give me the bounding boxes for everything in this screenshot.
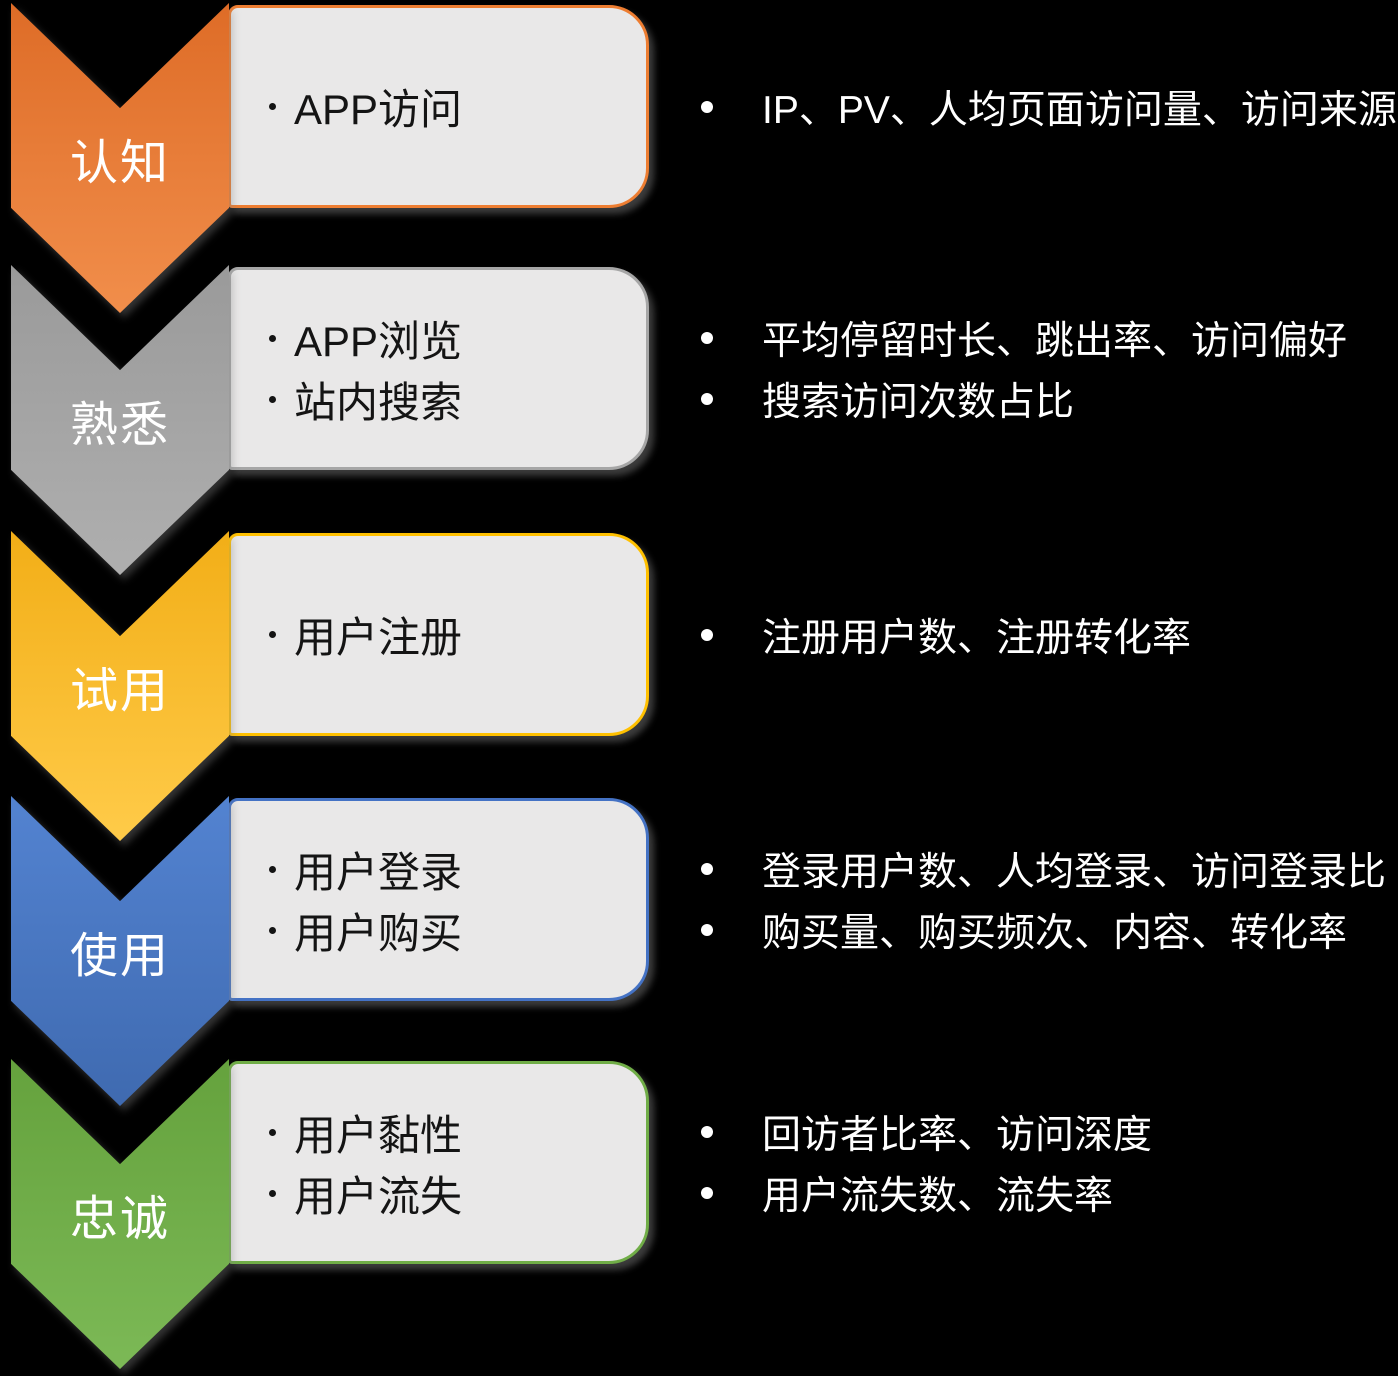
stage-box: APP访问 xyxy=(228,5,649,208)
bullet-icon xyxy=(701,332,713,344)
box-item: 用户流失 xyxy=(269,1163,646,1224)
item-dot-icon xyxy=(269,865,276,873)
stage-metrics: 注册用户数、注册转化率 xyxy=(701,533,1391,736)
metric-label: 回访者比率、访问深度 xyxy=(762,1114,1153,1157)
metric-label: 注册用户数、注册转化率 xyxy=(762,616,1192,660)
stage-metrics: 平均停留时长、跳出率、访问偏好搜索访问次数占比 xyxy=(701,267,1391,470)
funnel-stage: 试用 用户注册 注册用户数、注册转化率 xyxy=(0,531,1398,843)
stage-chevron: 熟悉 xyxy=(11,265,229,575)
metric-item: IP、PV、人均页面访问量、访问来源 xyxy=(701,76,1397,137)
metric-item: 注册用户数、注册转化率 xyxy=(701,604,1391,665)
box-item-label: 用户流失 xyxy=(294,1172,463,1220)
box-item: 用户购买 xyxy=(269,900,646,961)
item-dot-icon xyxy=(269,631,276,638)
stage-box: 用户注册 xyxy=(228,533,649,736)
stage-label: 忠诚 xyxy=(69,1193,170,1246)
stage-chevron: 试用 xyxy=(11,531,229,841)
metric-item: 搜索访问次数占比 xyxy=(701,369,1391,430)
stage-chevron: 忠诚 xyxy=(11,1059,229,1369)
box-item-label: APP访问 xyxy=(294,86,463,133)
metric-item: 登录用户数、人均登录、访问登录比 xyxy=(701,839,1391,900)
metric-item: 购买量、购买频次、内容、转化率 xyxy=(701,900,1391,961)
box-item-label: 用户购买 xyxy=(294,909,463,957)
funnel-stage: 熟悉 APP浏览站内搜索 平均停留时长、跳出率、访问偏好搜索访问次数占比 xyxy=(0,265,1398,577)
metric-item: 用户流失数、流失率 xyxy=(701,1163,1391,1224)
funnel-stage: 使用 用户登录用户购买 登录用户数、人均登录、访问登录比购买量、购买频次、内容、… xyxy=(0,796,1398,1108)
bullet-icon xyxy=(701,924,713,936)
stage-box: APP浏览站内搜索 xyxy=(228,267,649,470)
item-dot-icon xyxy=(269,103,276,110)
bullet-icon xyxy=(701,628,713,641)
box-item: APP访问 xyxy=(269,76,646,137)
metric-item: 回访者比率、访问深度 xyxy=(701,1102,1391,1163)
item-dot-icon xyxy=(269,395,276,403)
box-item-label: 用户登录 xyxy=(294,848,463,896)
bullet-icon xyxy=(701,863,713,875)
box-item: 用户黏性 xyxy=(269,1102,646,1163)
box-item: 用户注册 xyxy=(269,604,646,665)
bullet-icon xyxy=(701,393,713,405)
box-item-label: 用户注册 xyxy=(294,614,463,661)
metric-label: 购买量、购买频次、内容、转化率 xyxy=(762,912,1348,955)
bullet-icon xyxy=(701,100,713,113)
item-dot-icon xyxy=(269,926,276,934)
stage-chevron: 认知 xyxy=(11,3,229,313)
bullet-icon xyxy=(701,1126,713,1138)
stage-label: 熟悉 xyxy=(69,399,170,452)
box-item-label: APP浏览 xyxy=(294,317,463,365)
metric-label: 用户流失数、流失率 xyxy=(762,1175,1114,1218)
metric-label: 登录用户数、人均登录、访问登录比 xyxy=(762,851,1387,894)
item-dot-icon xyxy=(269,1128,276,1136)
metric-item: 平均停留时长、跳出率、访问偏好 xyxy=(701,308,1391,369)
box-item: APP浏览 xyxy=(269,308,646,369)
item-dot-icon xyxy=(269,1189,276,1197)
box-item: 站内搜索 xyxy=(269,369,646,430)
bullet-icon xyxy=(701,1187,713,1199)
stage-metrics: IP、PV、人均页面访问量、访问来源 xyxy=(701,5,1397,208)
box-item: 用户登录 xyxy=(269,839,646,900)
funnel-stage: 认知 APP访问 IP、PV、人均页面访问量、访问来源 xyxy=(0,3,1398,315)
stage-box: 用户登录用户购买 xyxy=(228,798,649,1001)
stage-label: 试用 xyxy=(69,665,170,718)
stage-label: 认知 xyxy=(69,137,170,190)
funnel-stage: 忠诚 用户黏性用户流失 回访者比率、访问深度用户流失数、流失率 xyxy=(0,1059,1398,1371)
metric-label: 搜索访问次数占比 xyxy=(762,381,1075,424)
stage-metrics: 登录用户数、人均登录、访问登录比购买量、购买频次、内容、转化率 xyxy=(701,798,1391,1001)
stage-chevron: 使用 xyxy=(11,796,229,1106)
item-dot-icon xyxy=(269,334,276,342)
stage-metrics: 回访者比率、访问深度用户流失数、流失率 xyxy=(701,1061,1391,1264)
stage-label: 使用 xyxy=(69,930,170,983)
stage-box: 用户黏性用户流失 xyxy=(228,1061,649,1264)
metric-label: 平均停留时长、跳出率、访问偏好 xyxy=(762,320,1348,363)
box-item-label: 用户黏性 xyxy=(294,1111,463,1159)
metric-label: IP、PV、人均页面访问量、访问来源 xyxy=(762,88,1397,132)
box-item-label: 站内搜索 xyxy=(294,378,463,426)
